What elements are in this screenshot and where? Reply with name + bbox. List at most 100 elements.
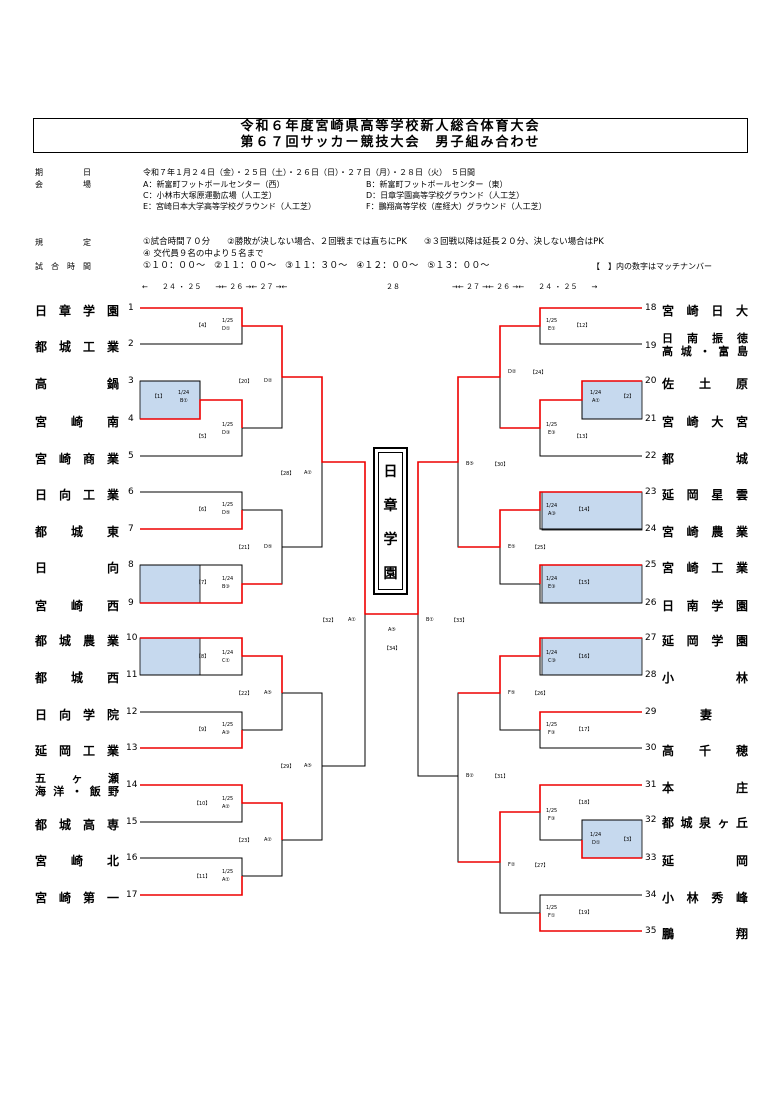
date-row-center: ２８ <box>386 283 400 291</box>
team-8-name: 日向 <box>35 561 119 575</box>
match-19-venue: F① <box>548 913 556 919</box>
team-15-name: 都城高専 <box>35 818 119 832</box>
team-21-no: 21 <box>645 414 657 424</box>
team-16-no: 16 <box>126 853 138 863</box>
match-29-no: 【29】 <box>278 764 295 770</box>
team-33-name: 延岡 <box>662 854 748 868</box>
team-25-name: 宮崎工業 <box>662 561 748 575</box>
team-9-name: 宮崎西 <box>35 599 119 613</box>
team-1-no: 1 <box>128 303 134 313</box>
times-value: ①１０：００～ ②１１：００～ ③１１：３０～ ④１２：００～ ⑤１３：００～ <box>143 261 490 271</box>
date-row-right: →← ２７ →← ２６ →← ２４ ・ ２５ → <box>452 283 598 291</box>
match-28-venue: A② <box>304 470 312 476</box>
team-22-no: 22 <box>645 451 657 461</box>
team-2-no: 2 <box>128 339 134 349</box>
match-26-no: 【26】 <box>532 691 549 697</box>
title-line2: 第６７回サッカー競技大会 男子組み合わせ <box>240 135 541 150</box>
match-12-no: 【12】 <box>574 323 591 329</box>
period-value: 令和７年１月２４日（金）・２５日（土）・２６日（日）・２７日（月）・２８日（火）… <box>143 168 475 177</box>
match-8-venue: C① <box>222 658 230 664</box>
team-23-name: 延岡星雲 <box>662 488 748 502</box>
team-14-no: 14 <box>126 780 138 790</box>
team-27-no: 27 <box>645 633 657 643</box>
match-14-venue: A③ <box>548 511 556 517</box>
team-23-no: 23 <box>645 487 657 497</box>
match-18-date: 1/25 <box>546 808 558 814</box>
team-16-name: 宮崎北 <box>35 854 119 868</box>
period-label: 期 日 <box>35 168 91 177</box>
match-10-venue: A② <box>222 804 230 810</box>
team-34-name: 小林秀峰 <box>662 891 748 905</box>
match-23-venue: A② <box>264 837 272 843</box>
match-16-no: 【16】 <box>576 654 593 660</box>
match-19-date: 1/25 <box>546 905 558 911</box>
team-12-name: 日向学院 <box>35 708 119 722</box>
team-11-name: 都城西 <box>35 671 119 685</box>
match-30-venue: B⑤ <box>466 461 474 467</box>
team-2-name: 都城工業 <box>35 340 119 354</box>
match-17-no: 【17】 <box>576 727 593 733</box>
match-6-no: 【6】 <box>196 507 210 513</box>
champion-char-1: 日 <box>383 464 398 480</box>
match-11-venue: A① <box>222 877 230 883</box>
match-9-date: 1/25 <box>222 722 234 728</box>
match-20-venue: D② <box>264 378 273 384</box>
match-23-no: 【23】 <box>236 838 253 844</box>
match-32-no: 【32】 <box>320 618 337 624</box>
match-1-no: 【1】 <box>152 394 166 400</box>
times-label: 試 合 時 間 <box>35 262 91 271</box>
match-14-no: 【14】 <box>576 507 593 513</box>
team-17-no: 17 <box>126 890 138 900</box>
team-25-no: 25 <box>645 560 657 570</box>
match-18-venue: F③ <box>548 816 556 822</box>
match-12-venue: E① <box>548 326 556 332</box>
match-12-date: 1/25 <box>546 318 558 324</box>
team-13-no: 13 <box>126 743 138 753</box>
team-7-name: 都城東 <box>35 525 119 539</box>
team-26-name: 日南学園 <box>662 599 748 613</box>
match-28-no: 【28】 <box>278 471 295 477</box>
team-30-name: 高千穂 <box>662 744 748 758</box>
team-10-no: 10 <box>126 633 138 643</box>
match-5-no: 【5】 <box>196 434 210 440</box>
rules-label: 規 定 <box>35 238 91 247</box>
match-8-no: 【8】 <box>196 654 210 660</box>
team-17-name: 宮崎第一 <box>35 891 119 905</box>
team-32-no: 32 <box>645 815 657 825</box>
match-19-no: 【19】 <box>576 910 593 916</box>
team-9-no: 9 <box>128 598 134 608</box>
team-28-no: 28 <box>645 670 657 680</box>
team-15-no: 15 <box>126 817 138 827</box>
team-19-name-2: 高城・富島 <box>662 345 748 358</box>
team-20-no: 20 <box>645 376 657 386</box>
match-26-venue: F⑤ <box>508 690 516 696</box>
match-21-no: 【21】 <box>236 545 253 551</box>
match-16-venue: C③ <box>548 658 556 664</box>
match-15-venue: E③ <box>548 584 556 590</box>
match-4-venue: D① <box>222 326 231 332</box>
team-19-name: 日南振徳 <box>662 332 748 345</box>
match-24-venue: D② <box>508 369 517 375</box>
match-13-venue: E③ <box>548 430 556 436</box>
match-33-venue: B① <box>426 617 434 623</box>
team-24-no: 24 <box>645 524 657 534</box>
champion-box: 日 章 学 園 <box>373 447 408 595</box>
rules-line1: ①試合時間７０分 ②勝敗が決しない場合、２回戦までは直ちにPK ③３回戦以降は延… <box>143 237 604 247</box>
match-29-venue: A⑤ <box>304 763 312 769</box>
match-7-date: 1/24 <box>222 576 234 582</box>
match-4-no: 【4】 <box>196 323 210 329</box>
title-line1: 令和６年度宮崎県高等学校新人総合体育大会 <box>240 119 541 134</box>
team-28-name: 小林 <box>662 671 748 685</box>
match-34-venue: A⑤ <box>388 627 396 633</box>
match-3-venue: D① <box>592 840 601 846</box>
match-31-no: 【31】 <box>492 774 509 780</box>
team-5-no: 5 <box>128 451 134 461</box>
match-31-venue: B② <box>466 773 474 779</box>
team-5-name: 宮崎商業 <box>35 452 119 466</box>
match-3-no: 【3】 <box>621 837 635 843</box>
match-5-date: 1/25 <box>222 422 234 428</box>
match-30-no: 【30】 <box>492 462 509 468</box>
venue-label: 会 場 <box>35 180 91 189</box>
match-4-date: 1/25 <box>222 318 234 324</box>
team-12-no: 12 <box>126 707 138 717</box>
